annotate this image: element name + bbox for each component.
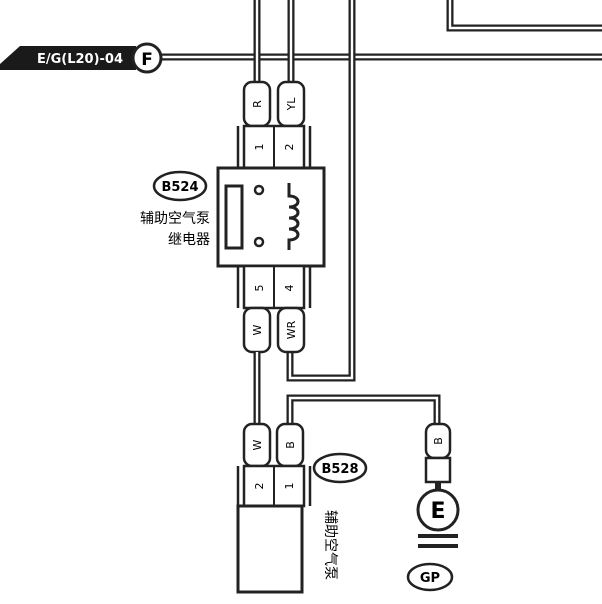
relay-switch-contact [224, 184, 244, 250]
pump-id-badge: B528 [312, 452, 368, 484]
pump-wire-labels: W B [242, 422, 305, 468]
bus-badge [131, 42, 163, 74]
relay-id-badge: B524 [152, 170, 208, 202]
relay-name-line1: 辅助空气泵 [140, 211, 210, 227]
wire-label-r: R [251, 100, 264, 108]
svg-text:B528: B528 [321, 462, 358, 477]
pump-pin-1: 1 [283, 483, 296, 490]
svg-text:GP: GP [420, 571, 440, 586]
pump-pin-block: 2 1 [236, 464, 312, 508]
wr-loop-wire [286, 0, 356, 382]
relay-top-wire-labels: R YL [242, 80, 306, 128]
relay-body [216, 166, 326, 268]
top-right-wire [446, 0, 602, 32]
pump-wire-b: B [284, 441, 297, 449]
pump-body [236, 504, 304, 594]
ground-badge-label: E [430, 499, 445, 524]
wire-label-yl: YL [285, 97, 298, 112]
wire-label-wr: WR [285, 320, 298, 339]
ground-wire-label: B [432, 437, 445, 445]
wires-top [253, 0, 295, 90]
relay-name-line2: 继电器 [168, 232, 210, 248]
pump-name: 辅助空气泵 [322, 510, 338, 580]
ground-point-badge: GP [406, 562, 454, 592]
bus-label: E/G(L20)-04 [37, 52, 123, 67]
relay-top-pin-block: 1 2 [236, 124, 312, 170]
relay-bottom-wire-labels: W WR [242, 306, 306, 354]
ground-badge-icon [416, 488, 460, 532]
relay-bottom-pin-block: 5 4 [236, 264, 312, 310]
wire-label-w: W [251, 324, 264, 335]
relay-pin-2: 2 [283, 144, 296, 151]
svg-text:B524: B524 [161, 180, 198, 195]
relay-pin-4: 4 [283, 285, 296, 292]
pump-pin-2: 2 [253, 483, 266, 490]
relay-pin-1: 1 [253, 144, 266, 151]
b-wire-to-ground [286, 394, 441, 428]
bus-badge-label: F [141, 50, 153, 70]
relay-pin-5: 5 [253, 285, 266, 292]
bus-bar: E/G(L20)-04 F [0, 42, 602, 74]
ground-connector: B E [416, 422, 460, 548]
pump-wire-w: W [251, 439, 264, 450]
relay-coil-icon [287, 183, 300, 250]
